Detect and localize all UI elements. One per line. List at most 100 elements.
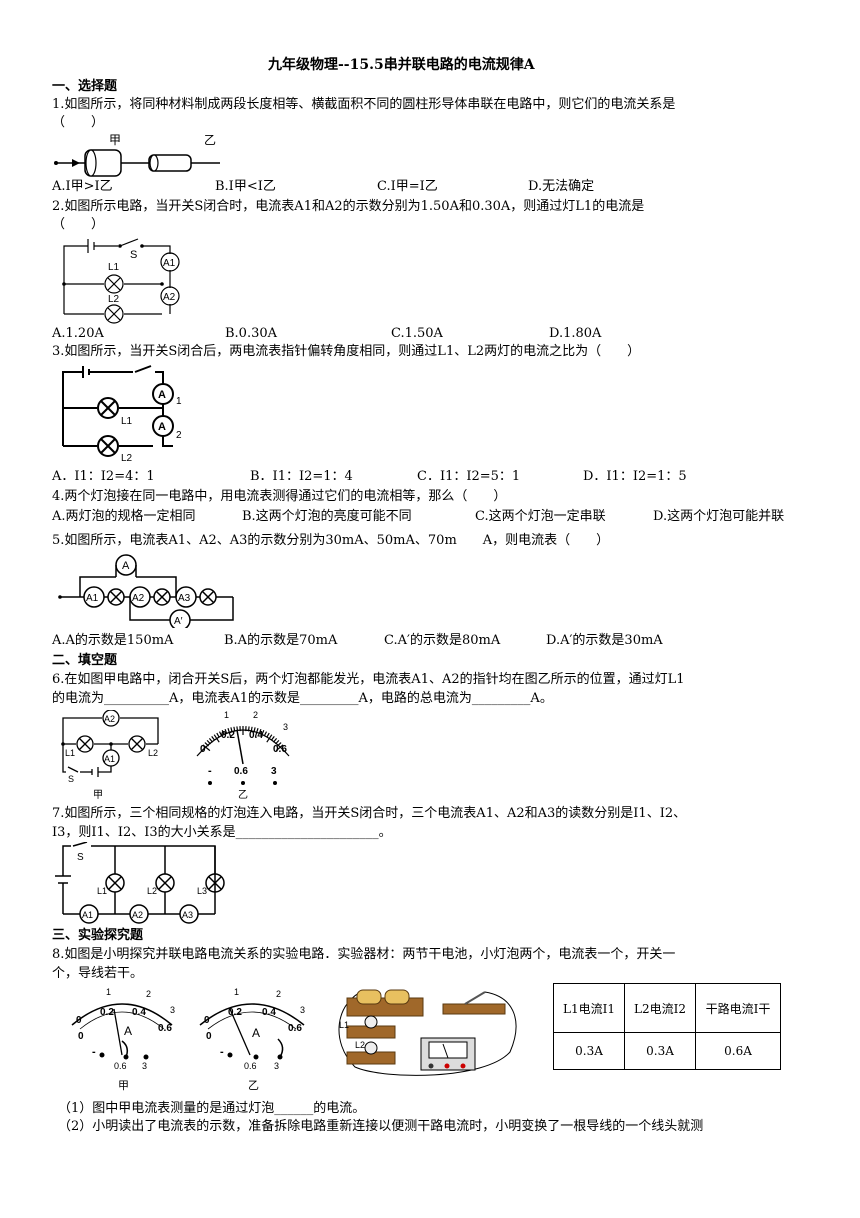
q8a-tick-06: 0.6 [158,1023,172,1034]
q6-label-yi: 乙 [238,789,248,800]
q2-stem: 2.如图所示电路，当开关S闭合时，电流表A1和A2的示数分别为1.50A和0.3… [52,199,645,214]
q8a-label-a: A [124,1024,132,1038]
dial-tick [250,726,253,732]
q2-label-s: S [130,249,137,261]
q8-table-header-main: 干路电流I干 [695,983,781,1033]
q8-label-yi: 乙 [248,1079,259,1092]
q5-option-b[interactable]: B.A的示数是70mA [224,633,338,648]
q8-sub1: （1）图中甲电流表测量的是通过灯泡______的电流。 [58,1101,366,1116]
q8-label-l2: L2 [355,1040,365,1050]
dial-tick [216,732,220,738]
q4-option-a[interactable]: A.两灯泡的规格一定相同 [52,509,196,524]
dial-tick [272,738,278,743]
q1-option-d[interactable]: D.无法确定 [528,179,595,194]
q4-option-c[interactable]: C.这两个灯泡一定串联 [475,509,606,524]
q5-label-a: A [122,560,130,572]
q8-line2: 个，导线若干。 [52,966,144,981]
q3-stem: 3.如图所示，当开关S闭合后，两电流表指针偏转角度相同，则通过L1、L2两灯的电… [52,344,641,359]
dial-needle [236,729,244,765]
q6-terminal-neg: - [208,765,212,777]
section-heading-experiment: 三、实验探究题 [52,928,144,943]
q5-label-a-prime: A′ [174,616,183,627]
q3-option-b[interactable]: B．I1：I2=1：4 [250,469,353,484]
q8b-tick-1: 1 [234,987,239,997]
q7-line2: I3，则I1、I2、I3的大小关系是______________________… [52,825,392,840]
dial-tick [266,732,270,738]
dial-tick [233,726,236,732]
q6-label-a2: A2 [104,714,115,724]
q8b-tick-0b: 0 [206,1031,212,1042]
q8b-tick-3: 3 [300,1005,305,1015]
q1-option-a[interactable]: A.I甲>I乙 [52,179,113,194]
q5-option-d[interactable]: D.A′的示数是30mA [546,633,663,648]
q3-circuit-figure: A A 1 2 L1 L2 [62,365,182,464]
q5-label-a1: A1 [86,593,99,604]
q1-option-b[interactable]: B.I甲<I乙 [215,179,276,194]
q4-option-b[interactable]: B.这两个灯泡的亮度可能不同 [242,509,412,524]
q5-label-a2: A2 [132,593,145,604]
q6-label-jia: 甲 [93,790,103,800]
q6-label-a1: A1 [104,754,115,764]
q7-circuit-figure: S L1 L2 L3 A1 A2 A3 [55,842,225,924]
q8a-tick-04: 0.4 [132,1007,146,1018]
q6-terminal-3: 3 [271,766,277,777]
q3-option-c[interactable]: C．I1：I2=5：1 [417,469,521,484]
q7-label-a1: A1 [82,910,93,920]
q3-label-2: 2 [176,430,182,441]
dial-tick [247,726,250,732]
q2-option-d[interactable]: D.1.80A [549,326,602,341]
dial-tick [275,744,284,752]
q8-sub2: （2）小明读出了电流表的示数，准备拆除电路重新连接以便测干路电流时，小明变换了一… [58,1119,704,1134]
q6-line2: 的电流为__________A，电流表A1的示数是_________A，电路的总… [52,691,553,706]
q5-option-a[interactable]: A.A的示数是150mA [52,633,174,648]
q8a-tick-0b: 0 [78,1031,84,1042]
q1-option-c[interactable]: C.I甲=I乙 [377,179,438,194]
dial-tick [266,734,273,743]
q8a-tick-0: 0 [76,1015,82,1026]
q8-experiment-apparatus: L1 L2 [338,989,517,1076]
q2-option-b[interactable]: B.0.30A [225,326,278,341]
dial-tick [230,727,233,733]
q8-table-header-row: L1电流I1 L2电流I2 干路电流I干 [553,983,781,1033]
q3-option-d[interactable]: D．I1：I2=1：5 [583,469,687,484]
q2-label-a1: A1 [163,258,176,269]
dial-tick [202,744,211,752]
q3-option-a[interactable]: A．I1：I2=4：1 [52,469,155,484]
q2-label-l2: L2 [108,294,120,305]
q5-label-a3: A3 [178,593,191,604]
q6-tick-2: 2 [253,710,258,720]
dial-tick [221,730,225,736]
q8b-terminal-3: 3 [274,1061,279,1071]
q6-label-l2: L2 [148,748,158,758]
q5-circuit-figure: A A1 A2 A3 A′ [58,554,234,628]
dial-tick [204,742,210,747]
q1-conductor-figure: 甲 乙 [54,133,220,177]
q7-label-l2: L2 [147,886,157,896]
q3-label-a-top: A [158,389,166,401]
q2-label-a2: A2 [163,292,176,303]
dial-tick [254,728,259,737]
q4-option-d[interactable]: D.这两个灯泡可能并联 [653,509,785,524]
dial-tick [224,728,228,735]
q5-stem: 5.如图所示，电流表A1、A2、A3的示数分别为30mA、50mA、70m A，… [52,533,610,548]
q3-label-1: 1 [176,396,182,407]
page-title: 九年级物理--15.5串并联电路的电流规律A [268,57,535,73]
q2-option-c[interactable]: C.1.50A [391,326,443,341]
q6-ammeter-dial: 0 0.2 0.4 0.6 1 2 3 - 0.6 3 乙 [196,710,290,800]
q8b-tick-0: 0 [204,1015,210,1026]
section-heading-choice: 一、选择题 [52,79,118,94]
q6-tick-3: 3 [283,722,288,732]
q6-line1: 6.在如图甲电路中，闭合开关S后，两个灯泡都能发光，电流表A1、A2的指针均在图… [52,672,685,687]
q6-terminal-06: 0.6 [234,766,248,777]
q2-option-a[interactable]: A.1.20A [52,326,104,341]
dial-tick [208,738,214,743]
q8-table-value-row: 0.3A 0.3A 0.6A [553,1032,781,1070]
q8-table-value-main: 0.6A [695,1032,781,1070]
dial-tick [206,739,211,745]
q7-label-l3: L3 [197,886,207,896]
q6-circuit-figure: A2 A1 L1 L2 S 甲 [61,710,159,800]
q5-option-c[interactable]: C.A′的示数是80mA [384,633,501,648]
q8-table-header-l2: L2电流I2 [624,983,696,1033]
q2-label-l1: L1 [108,262,120,273]
dial-tick [213,734,220,743]
